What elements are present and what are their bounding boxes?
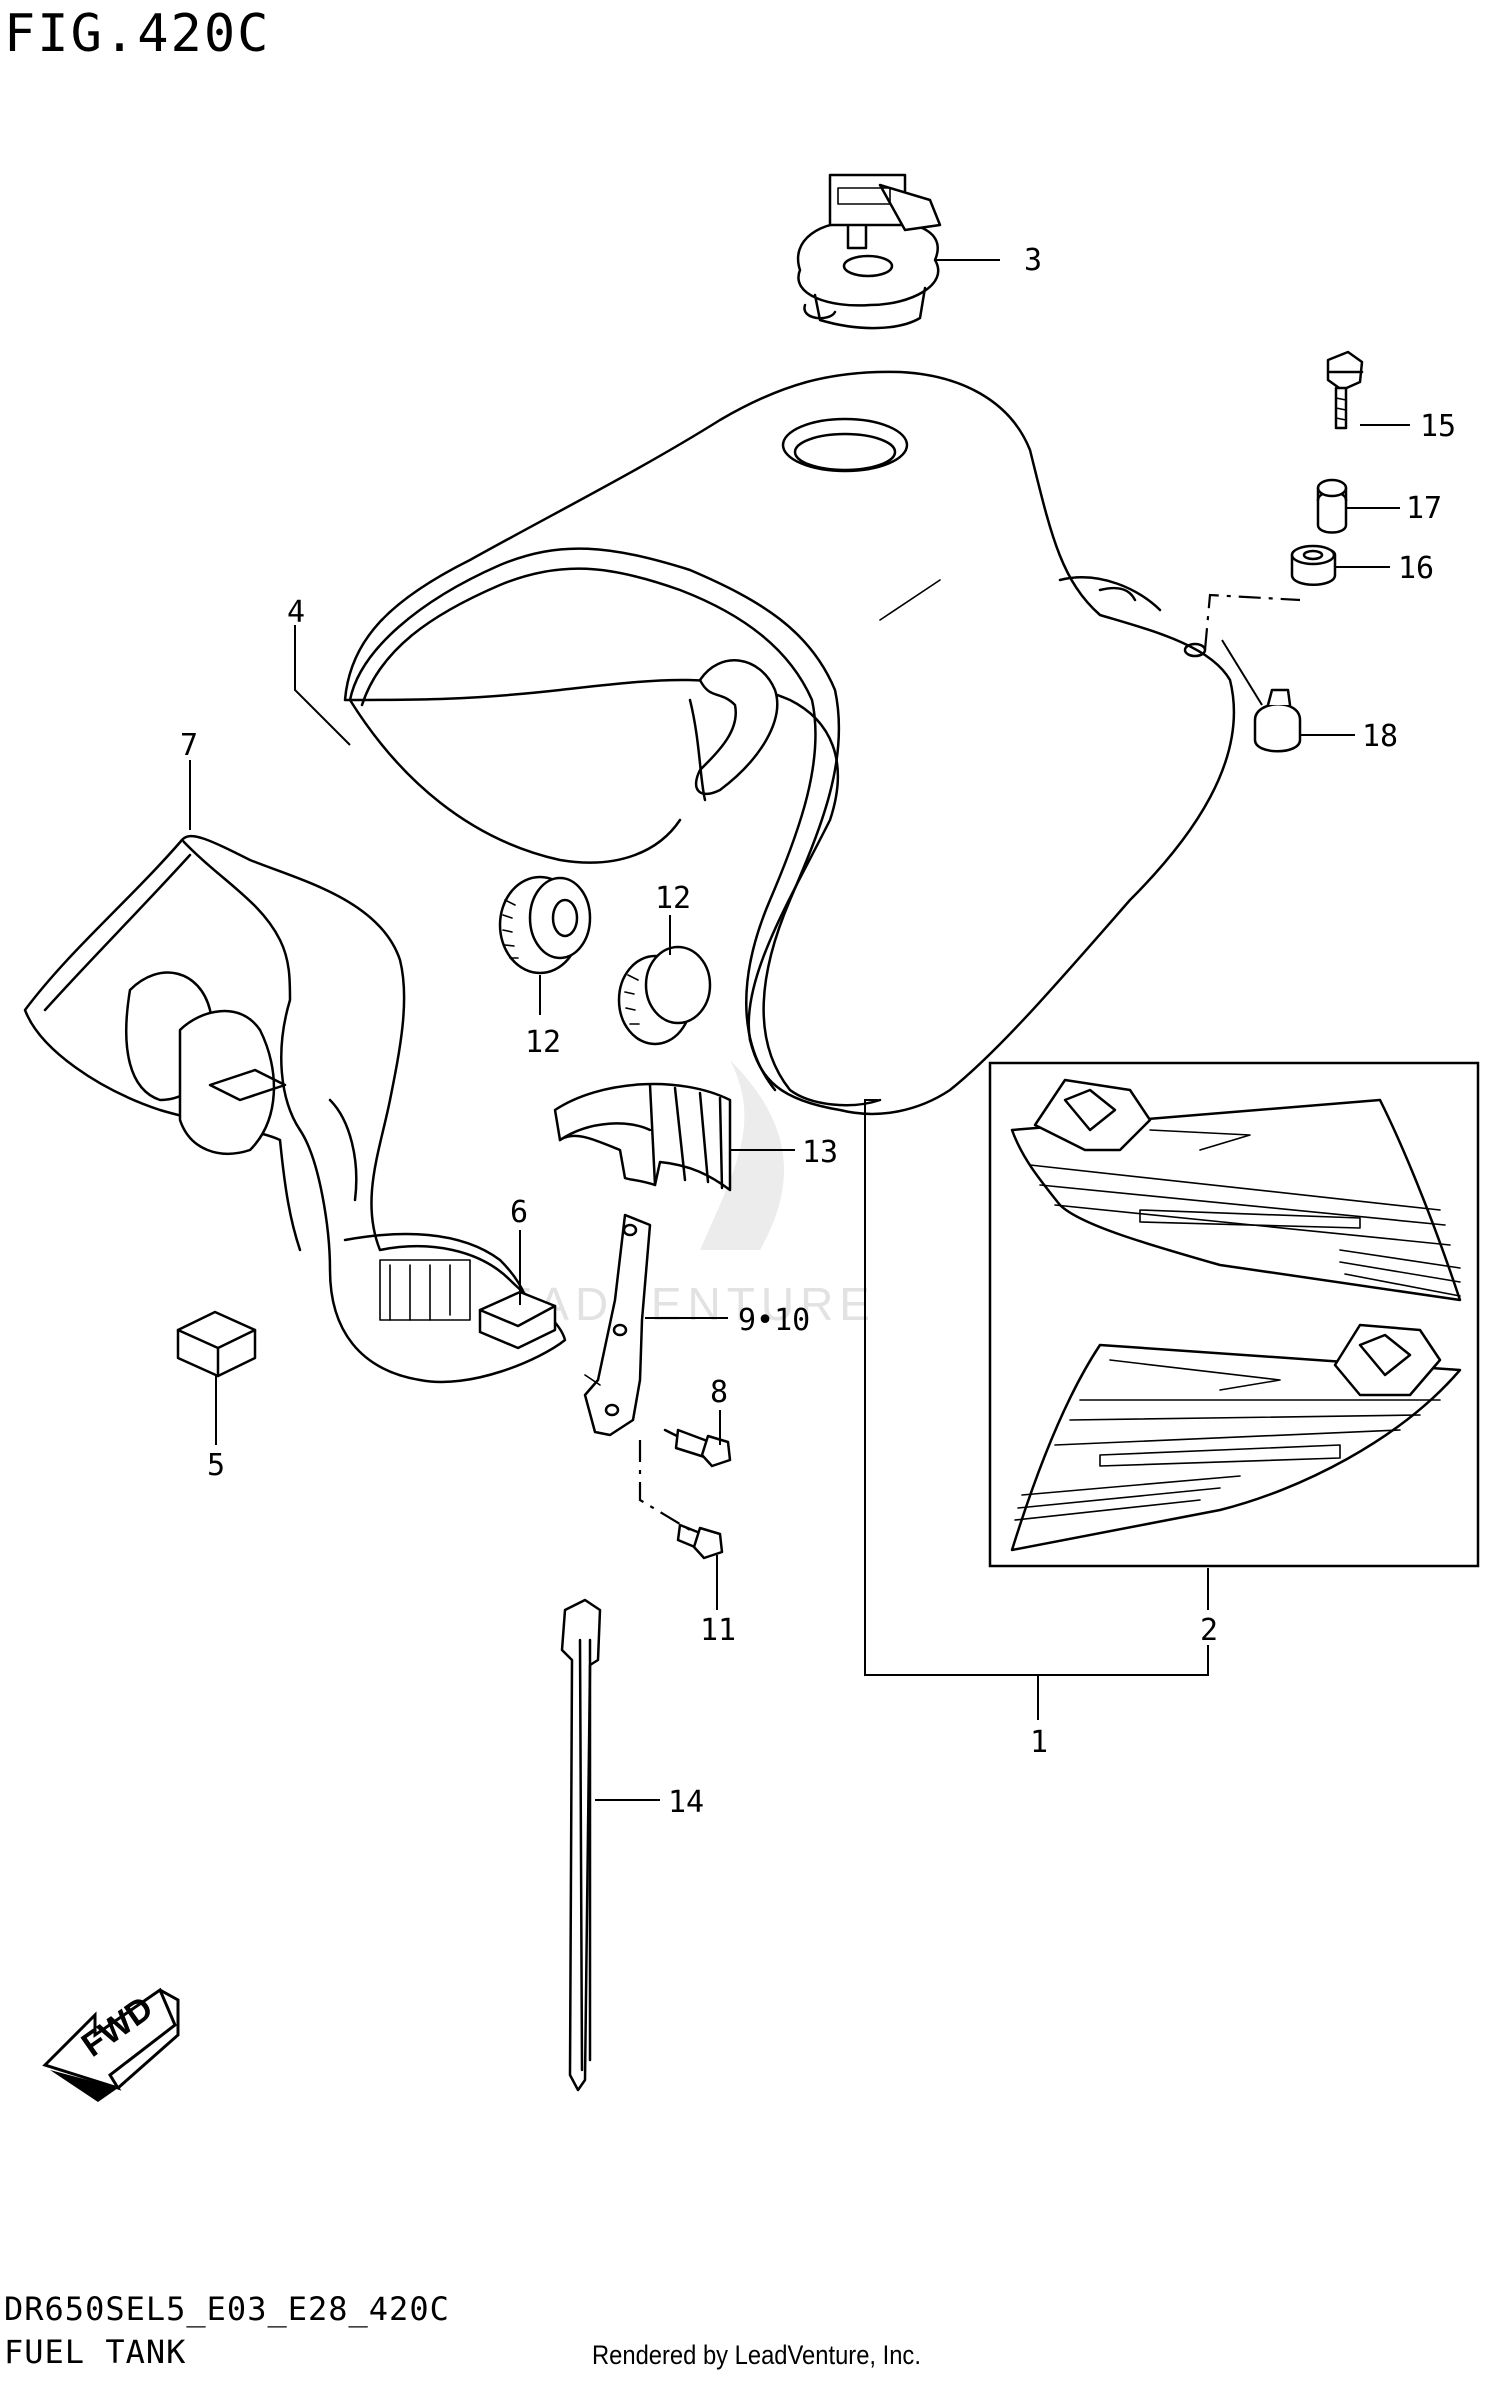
cushion-13 (553, 1082, 732, 1192)
cushion-12-right (617, 945, 712, 1046)
bolt-8 (663, 1428, 732, 1468)
decal-set-panel (988, 1061, 1480, 1568)
cushion-12-left (498, 875, 592, 975)
cable-tie (560, 1598, 602, 2092)
alignment-line-bolt-11 (638, 1440, 691, 1531)
callout-16: 16 (1398, 551, 1434, 586)
assembly-title: FUEL TANK (4, 2333, 187, 2371)
callout-12-right: 12 (655, 881, 691, 916)
callout-15: 15 (1420, 409, 1456, 444)
callout-1: 1 (1030, 1725, 1048, 1760)
callout-17: 17 (1406, 491, 1442, 526)
forward-direction-arrow: FWD (42, 1987, 180, 2102)
bolt-11 (676, 1523, 724, 1560)
spacer-17 (1316, 478, 1348, 534)
callout-12-left: 12 (525, 1025, 561, 1060)
fuel-cap (796, 173, 942, 330)
alignment-line-cushion-18 (1221, 639, 1263, 706)
leader-lines (189, 259, 1410, 1801)
callout-5: 5 (207, 1448, 225, 1483)
callout-8: 8 (710, 1375, 728, 1410)
tank-shroud (23, 834, 567, 1384)
callout-7: 7 (180, 728, 198, 763)
callout-11: 11 (700, 1613, 736, 1648)
callout-4: 4 (287, 595, 305, 630)
figure-title: FIG.420C (4, 4, 271, 64)
bracket-9-10 (583, 1213, 652, 1437)
cushion-18 (1253, 688, 1302, 753)
cushion-16 (1290, 544, 1337, 586)
callout-6: 6 (510, 1195, 528, 1230)
callout-2: 2 (1200, 1613, 1218, 1648)
callout-9-10: 9•10 (738, 1303, 810, 1338)
bolt-15 (1326, 350, 1364, 430)
callout-14: 14 (668, 1785, 704, 1820)
callout-labels: 3 4 15 17 16 18 7 12 12 13 6 9•10 8 11 5… (180, 243, 1456, 1820)
model-code: DR650SEL5_E03_E28_420C (4, 2290, 450, 2328)
render-credit: Rendered by LeadVenture, Inc. (592, 2340, 921, 2370)
alignment-line-mount (1203, 593, 1301, 651)
cushion-5 (176, 1310, 257, 1378)
callout-13: 13 (802, 1135, 838, 1170)
callout-3: 3 (1024, 243, 1042, 278)
callout-18: 18 (1362, 719, 1398, 754)
fuel-tank (343, 370, 1236, 1116)
